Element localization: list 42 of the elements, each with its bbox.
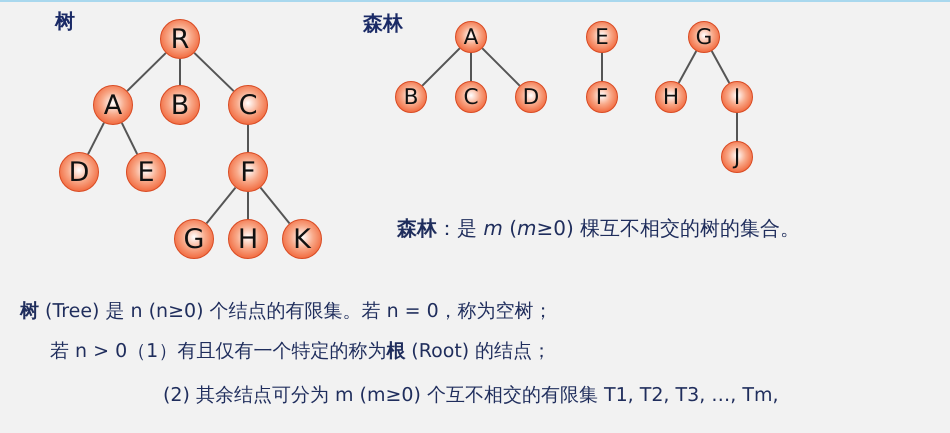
tree-node-circle: H — [655, 81, 687, 113]
tree-node-circle: D — [515, 81, 547, 113]
tree-node-circle: C — [455, 81, 487, 113]
tree-branch-line — [120, 122, 138, 154]
tree-node-circle: D — [59, 152, 99, 192]
tree-branch-line — [194, 52, 234, 92]
tree-branch-line — [736, 113, 738, 141]
tree-heading: 树 — [55, 8, 75, 35]
tree-node-circle: F — [228, 152, 268, 192]
definition-text: 若 n > 0（1）有且仅有一个特定的称为根 (Root) 的结点； — [50, 339, 552, 364]
definition-text: 森林：是 m (m≥0) 棵互不相交的树的集合。 — [397, 215, 800, 242]
tree-branch-line — [601, 53, 603, 81]
definition-text: (2) 其余结点可分为 m (m≥0) 个互不相交的有限集 T1, T2, T3, …, Tm, — [163, 383, 779, 408]
tree-branch-line — [179, 59, 181, 85]
tree-branch-line — [422, 48, 460, 86]
tree-branch-line — [482, 48, 520, 86]
tree-branch-line — [87, 122, 105, 155]
tree-node-circle: B — [395, 81, 427, 113]
tree-branch-line — [247, 192, 249, 219]
tree-branch-line — [126, 52, 166, 92]
tree-node-circle: E — [586, 21, 618, 53]
tree-node-circle: I — [721, 81, 753, 113]
tree-node-circle: F — [586, 81, 618, 113]
tree-branch-line — [710, 50, 730, 84]
tree-branch-line — [247, 125, 249, 152]
tree-node-circle: R — [160, 19, 200, 59]
tree-node-circle: H — [228, 219, 268, 259]
tree-branch-line — [260, 186, 290, 224]
tree-node-circle: G — [688, 21, 720, 53]
tree-node-circle: G — [174, 219, 214, 259]
tree-branch-line — [206, 186, 236, 224]
tree-node-circle: A — [455, 21, 487, 53]
tree-node-circle: C — [228, 85, 268, 125]
tree-node-circle: J — [721, 141, 753, 173]
tree-branch-line — [470, 53, 472, 81]
tree-node-circle: K — [282, 219, 322, 259]
tree-node-circle: E — [126, 152, 166, 192]
definition-text: 树 (Tree) 是 n (n≥0) 个结点的有限集。若 n = 0，称为空树； — [20, 299, 553, 324]
tree-node-circle: A — [93, 85, 133, 125]
forest-heading: 森林 — [363, 10, 403, 37]
tree-branch-line — [678, 50, 698, 84]
tree-node-circle: B — [160, 85, 200, 125]
